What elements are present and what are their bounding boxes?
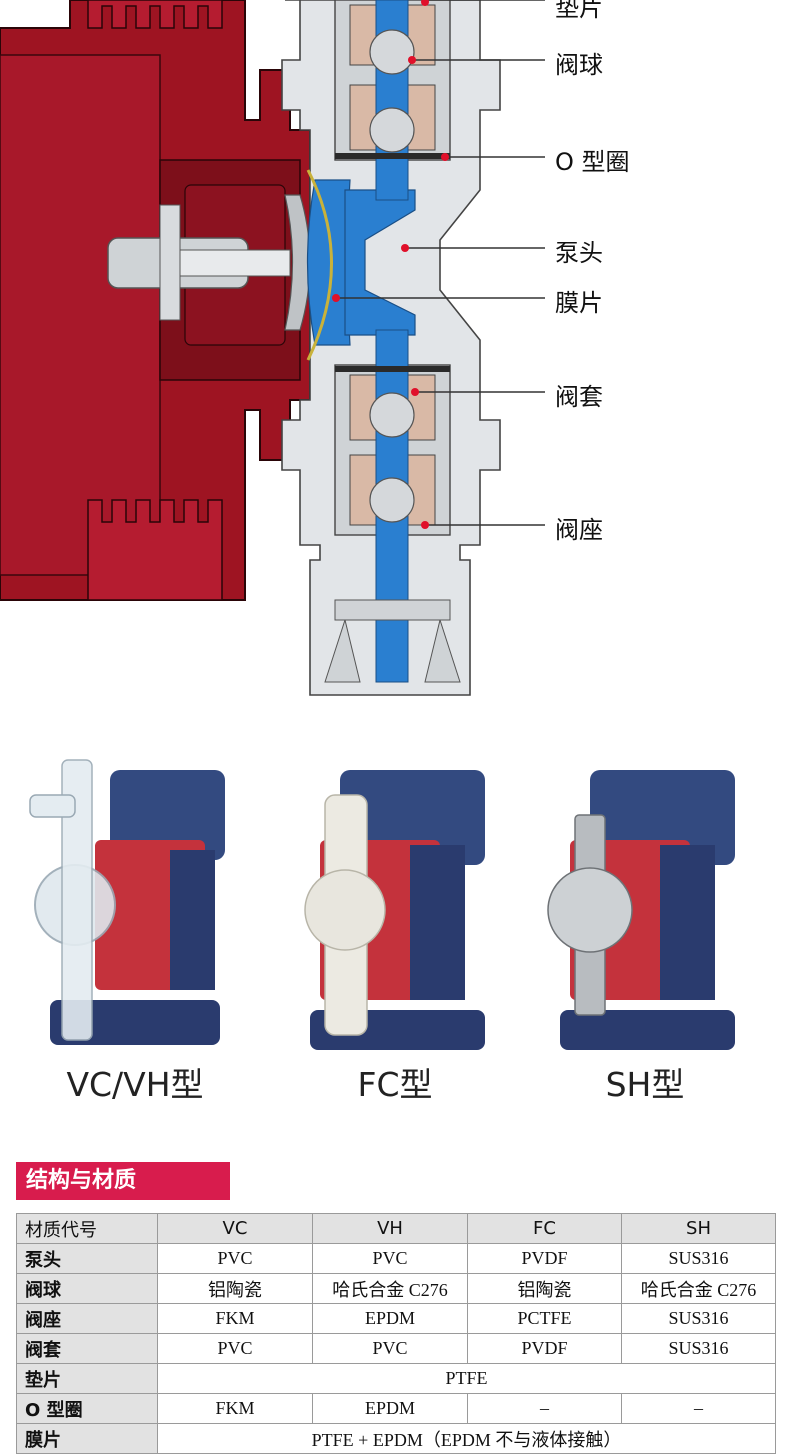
table-row: 膜片 PTFE + EPDM（EPDM 不与液体接触）: [16, 1423, 776, 1454]
plunger-shaft: [107, 194, 311, 331]
table-row: 阀套 PVC PVC PVDF SUS316: [16, 1333, 776, 1364]
row-label: 垫片: [16, 1363, 158, 1394]
section-title: 结构与材质: [16, 1162, 230, 1200]
table-cell: PVDF: [467, 1243, 622, 1274]
callout-o-ring: O 型圈: [555, 148, 630, 176]
row-label: 阀座: [16, 1303, 158, 1334]
header-cell-material-code: 材质代号: [16, 1213, 158, 1244]
callout-diaphragm: 膜片: [555, 289, 603, 317]
header-cell-vc: VC: [157, 1213, 313, 1244]
callout-valve-seat: 阀座: [555, 516, 603, 544]
table-cell: 哈氏合金 C276: [312, 1273, 468, 1304]
table-cell: PVC: [157, 1243, 313, 1274]
pump-cross-section-diagram: [0, 0, 545, 696]
table-cell: PVC: [157, 1333, 313, 1364]
model-label-fc: FC型: [357, 1065, 433, 1104]
table-cell: 铝陶瓷: [467, 1273, 622, 1304]
row-label: 泵头: [16, 1243, 158, 1274]
header-cell-fc: FC: [467, 1213, 622, 1244]
table-row: 阀座 FKM EPDM PCTFE SUS316: [16, 1303, 776, 1334]
table-cell: PCTFE: [467, 1303, 622, 1334]
table-cell-span: PTFE + EPDM（EPDM 不与液体接触）: [157, 1423, 776, 1454]
vc-vh-pump-image: [29, 759, 225, 1045]
table-cell-span: PTFE: [157, 1363, 776, 1394]
table-cell: PVC: [312, 1333, 468, 1364]
row-label: 膜片: [16, 1423, 158, 1454]
table-cell: EPDM: [312, 1393, 468, 1424]
callout-valve-sleeve: 阀套: [555, 383, 603, 411]
callout-pump-head: 泵头: [555, 239, 603, 267]
table-row: 阀球 铝陶瓷 哈氏合金 C276 铝陶瓷 哈氏合金 C276: [16, 1273, 776, 1304]
table-cell: PVDF: [467, 1333, 622, 1364]
model-label-sh: SH型: [605, 1065, 685, 1104]
callout-valve-ball: 阀球: [555, 51, 603, 79]
row-label: 阀球: [16, 1273, 158, 1304]
table-cell: 哈氏合金 C276: [621, 1273, 776, 1304]
table-row: 垫片 PTFE: [16, 1363, 776, 1394]
product-photos: [29, 759, 735, 1050]
table-cell: SUS316: [621, 1333, 776, 1364]
table-cell: FKM: [157, 1303, 313, 1334]
row-label: O 型圈: [16, 1393, 158, 1424]
table-cell: 铝陶瓷: [157, 1273, 313, 1304]
fc-pump-image: [304, 770, 485, 1050]
model-label-vc-vh: VC/VH型: [66, 1065, 204, 1104]
materials-table: 材质代号 VC VH FC SH 泵头 PVC PVC PVDF SUS316 …: [16, 1213, 776, 1454]
table-cell: SUS316: [621, 1243, 776, 1274]
motor-housing: [0, 0, 311, 601]
header-cell-vh: VH: [312, 1213, 468, 1244]
table-cell: –: [621, 1393, 776, 1424]
callout-lines: [332, 0, 545, 529]
table-cell: EPDM: [312, 1303, 468, 1334]
pump-head-body: [281, 0, 501, 696]
table-row: O 型圈 FKM EPDM – –: [16, 1393, 776, 1424]
table-header-row: 材质代号 VC VH FC SH: [16, 1213, 776, 1244]
sh-pump-image: [547, 770, 735, 1050]
row-label: 阀套: [16, 1333, 158, 1364]
table-cell: FKM: [157, 1393, 313, 1424]
table-cell: –: [467, 1393, 622, 1424]
header-cell-sh: SH: [621, 1213, 776, 1244]
table-cell: SUS316: [621, 1303, 776, 1334]
callout-gasket: 垫片: [555, 0, 603, 22]
table-cell: PVC: [312, 1243, 468, 1274]
table-row: 泵头 PVC PVC PVDF SUS316: [16, 1243, 776, 1274]
